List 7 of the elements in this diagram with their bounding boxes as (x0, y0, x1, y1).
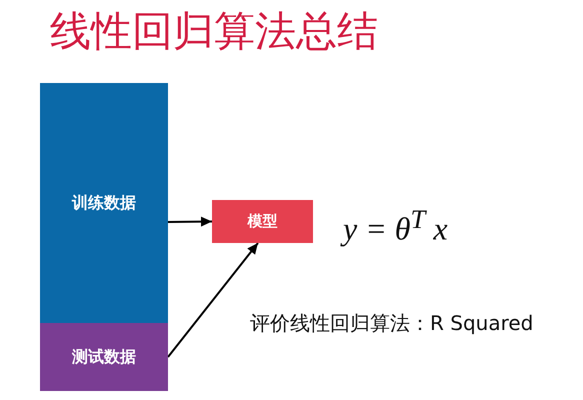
arrow (167, 242, 259, 358)
data-band: 训练数据 (40, 83, 168, 323)
data-band: 测试数据 (40, 323, 168, 391)
note-text: 评价线性回归算法：R Squared (250, 313, 534, 333)
arrow (168, 216, 212, 227)
title: 线性回归算法总结 (50, 11, 378, 52)
model-box: 模型 (212, 200, 313, 243)
